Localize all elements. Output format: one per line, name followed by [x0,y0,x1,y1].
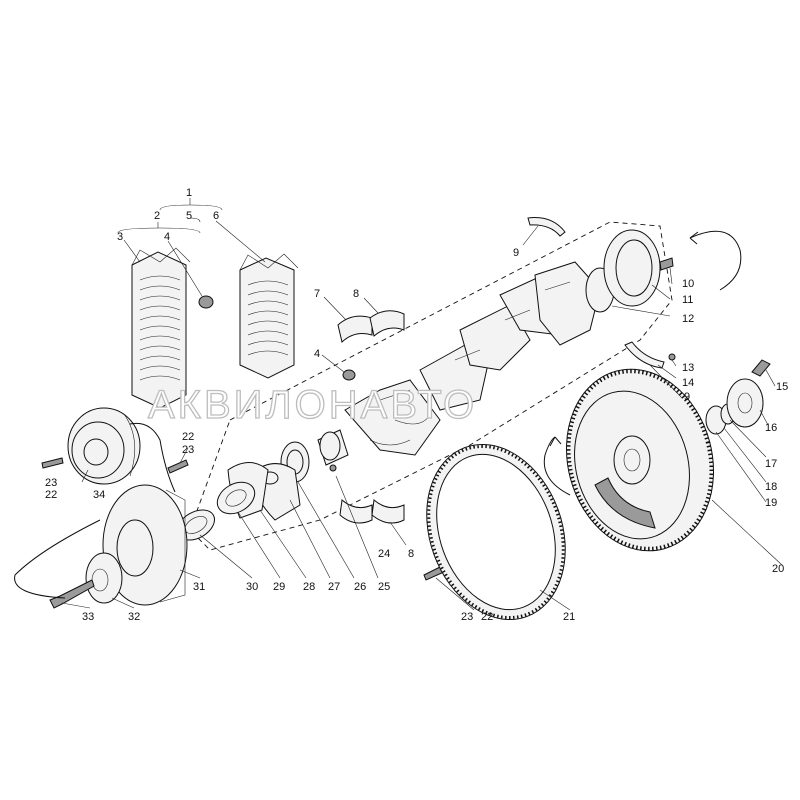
bolt-15 [751,359,771,377]
bolt-23-left [41,457,64,469]
rotation-arrow-top [689,230,742,291]
rotation-arrowhead-top [689,231,699,245]
bearing-shells-bottom [339,499,405,524]
bearing-kit-box-right [239,253,299,379]
callout-5: 5 [186,210,192,222]
pulley-link-line [129,422,176,493]
assembly-outline [189,221,673,551]
crankshaft [317,261,615,466]
callout-12: 12 [682,313,694,325]
bolt-23-mid [167,459,189,474]
callout-labels: 1 2 3 4 4 5 6 7 8 8 9 9 10 11 12 13 14 1… [45,187,788,623]
callout-27: 27 [328,581,340,593]
callout-22: 22 [45,489,57,501]
callout-4: 4 [314,348,320,360]
callout-33: 33 [82,611,94,623]
callout-23: 23 [182,444,194,456]
callout-28: 28 [303,581,315,593]
callout-17: 17 [765,458,777,470]
key-25 [329,464,337,472]
callout-9: 9 [513,247,519,259]
pilot-bearing-17-19 [705,403,736,435]
callout-23: 23 [461,611,473,623]
hub-32 [85,552,123,604]
group-bracket-2 [117,227,201,234]
callout-34: 34 [93,489,105,501]
leader-lines [61,220,783,611]
rear-oil-seal-11 [603,229,661,307]
callout-20: 20 [772,563,784,575]
callout-30: 30 [246,581,258,593]
callout-14: 14 [682,377,694,389]
bolt-link-line [14,519,101,599]
callout-7: 7 [314,288,320,300]
callout-31: 31 [193,581,205,593]
callout-16: 16 [765,422,777,434]
callout-4: 4 [164,231,170,243]
callout-13: 13 [682,362,694,374]
callout-19: 19 [765,497,777,509]
callout-6: 6 [213,210,219,222]
callout-3: 3 [117,231,123,243]
callout-11: 11 [682,294,693,306]
nut-4-lower [342,369,356,381]
callout-26: 26 [354,581,366,593]
callout-10: 10 [682,278,694,290]
thrust-washer-9a [527,217,566,237]
rotation-arrowhead-left [549,436,562,447]
flywheel-20 [565,368,715,552]
group-bracket-5 [189,217,201,223]
plate-16 [726,378,764,428]
callout-9: 9 [684,391,690,403]
washer-29 [216,481,256,515]
damper-31 [102,484,188,606]
bearing-kit-box-left [131,247,191,409]
callout-23: 23 [45,477,57,489]
callout-22: 22 [481,611,493,623]
callout-24: 24 [378,548,390,560]
thrust-washer-9b [624,341,665,369]
pulley-34 [67,407,141,485]
callout-25: 25 [378,581,390,593]
callout-32: 32 [128,611,140,623]
callout-2: 2 [154,210,160,222]
callout-21: 21 [563,611,575,623]
bearing-shells-top [337,310,405,343]
watermark: АКВИЛОНАВТО [148,383,477,427]
callout-15: 15 [776,381,788,393]
callout-1: 1 [186,187,192,199]
callout-8: 8 [408,548,414,560]
bolt-33 [49,579,95,609]
rotation-arrow-left [543,436,571,496]
pin-10 [659,257,674,271]
callout-8: 8 [353,288,359,300]
ring-gear-21 [426,443,566,621]
pin-13 [668,353,676,361]
nut-4 [198,295,214,309]
callout-29: 29 [273,581,285,593]
callout-22: 22 [182,431,194,443]
callout-18: 18 [765,481,777,493]
